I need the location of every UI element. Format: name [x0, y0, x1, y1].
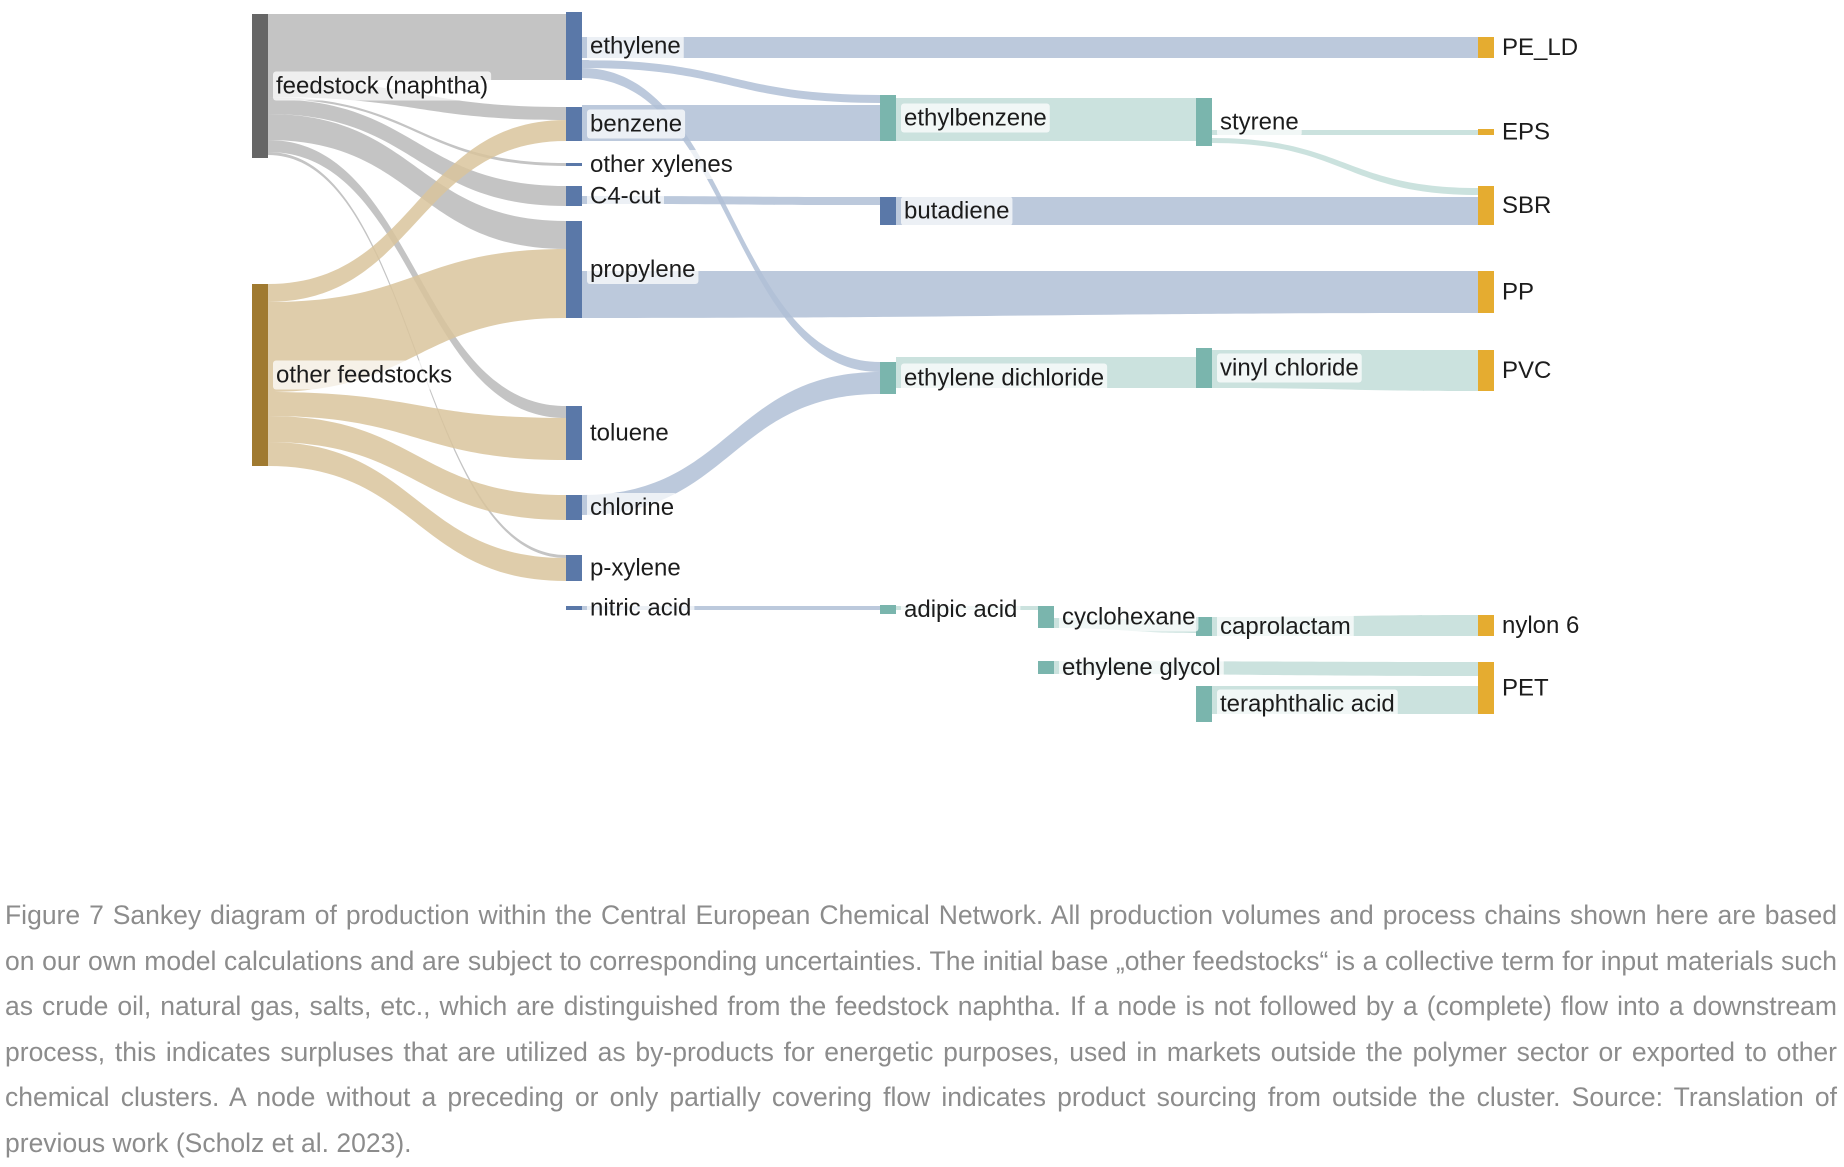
label-bg-tpa — [1217, 689, 1398, 719]
label-vinyl: vinyl chloride — [1220, 355, 1359, 382]
node-pxylene — [566, 555, 582, 581]
label-sbr: SBR — [1502, 192, 1551, 219]
sankey-labels: feedstock (naphtha) other feedstocks ethyl… — [273, 31, 1579, 719]
label-bg-edc — [901, 363, 1108, 393]
label-ethylbenzene: ethylbenzene — [904, 105, 1047, 132]
node-tpa — [1196, 686, 1212, 722]
label-nylon: nylon 6 — [1502, 612, 1579, 639]
label-bg-naphtha — [273, 71, 492, 101]
flow-butadiene-to-sbr — [896, 197, 1478, 225]
label-benzene: benzene — [590, 111, 682, 138]
label-pet: PET — [1502, 675, 1549, 702]
flow-styrene-to-sbr — [1212, 138, 1478, 195]
label-bg-butadiene — [901, 196, 1013, 226]
node-pet — [1478, 662, 1494, 714]
node-cyclohexane — [1038, 606, 1054, 628]
node-chlorine — [566, 495, 582, 520]
flow-ethylene-to-peld — [582, 37, 1478, 58]
node-pp — [1478, 271, 1494, 313]
node-vinyl — [1196, 348, 1212, 388]
label-bg-xylenes — [587, 150, 736, 179]
label-pvc: PVC — [1502, 357, 1551, 384]
label-pxylene: p-xylene — [590, 555, 681, 582]
label-bg-chlorine — [587, 493, 678, 522]
label-bg-benzene — [587, 109, 686, 139]
label-peld: PE_LD — [1502, 34, 1578, 61]
label-butadiene: butadiene — [904, 198, 1009, 225]
flow-other-to-toluene — [268, 392, 566, 460]
label-cyclohexane: cyclohexane — [1062, 604, 1195, 631]
node-sbr — [1478, 186, 1494, 225]
sankey-nodes — [252, 12, 1494, 722]
label-bg-styrene — [1217, 107, 1302, 137]
node-eglycol — [1038, 661, 1054, 674]
flow-naphtha-to-ethylene — [268, 14, 566, 80]
label-edc: ethylene dichloride — [904, 365, 1104, 392]
label-ethylene: ethylene — [590, 33, 681, 60]
label-eglycol: ethylene glycol — [1062, 654, 1221, 681]
label-bg-nitric — [587, 593, 695, 623]
node-benzene — [566, 107, 582, 141]
label-bg-caprolactam — [1217, 612, 1354, 641]
label-adipic: adipic acid — [904, 596, 1017, 623]
label-bg-propylene — [587, 255, 699, 284]
node-nitric — [566, 606, 582, 610]
flow-chlorine-to-edc — [582, 372, 880, 515]
node-adipic — [880, 605, 896, 614]
flow-other-to-chlorine — [268, 416, 566, 520]
sankey-diagram: feedstock (naphtha) other feedstocks ethyl… — [252, 12, 1579, 722]
node-c4 — [566, 186, 582, 206]
label-bg-cyclohexane — [1059, 602, 1199, 632]
node-propylene — [566, 221, 582, 318]
node-ethylbenzene — [880, 95, 896, 141]
node-caprolactam — [1196, 617, 1212, 636]
flow-other-to-propylene — [268, 249, 566, 392]
label-pp: PP — [1502, 279, 1534, 306]
label-chlorine: chlorine — [590, 494, 674, 521]
flow-other-to-benzene — [268, 120, 566, 302]
node-xylenes — [566, 163, 582, 166]
node-toluene — [566, 406, 582, 460]
flow-naphtha-to-propylene — [268, 114, 566, 249]
label-bg-c4 — [587, 181, 665, 211]
flow-other-to-pxylene — [268, 442, 566, 581]
node-butadiene — [880, 197, 896, 225]
label-propylene: propylene — [590, 256, 695, 283]
label-bg-adipic — [901, 595, 1021, 624]
node-peld — [1478, 37, 1494, 58]
label-bg-ethylene — [587, 31, 684, 61]
label-other: other feedstocks — [276, 362, 452, 389]
label-styrene: styrene — [1220, 109, 1299, 136]
flow-ethylene-to-ethylbenzene — [582, 60, 880, 103]
node-other — [252, 284, 268, 466]
label-naphtha: feedstock (naphtha) — [276, 73, 488, 100]
label-bg-other — [273, 360, 456, 390]
label-eps: EPS — [1502, 119, 1550, 146]
label-bg-pxylene — [587, 553, 684, 583]
label-toluene: toluene — [590, 420, 669, 447]
flow-ethylene-to-edc — [582, 68, 880, 372]
node-eps — [1478, 129, 1494, 135]
node-nylon — [1478, 615, 1494, 636]
figure-caption: Figure 7 Sankey diagram of production wi… — [5, 900, 1837, 1158]
label-xylenes: other xylenes — [590, 151, 733, 178]
label-bg-ethylbenzene — [901, 103, 1050, 133]
node-ethylene — [566, 12, 582, 80]
label-bg-toluene — [587, 418, 672, 448]
node-naphtha — [252, 14, 268, 158]
label-bg-eglycol — [1059, 653, 1224, 682]
label-c4: C4-cut — [590, 183, 661, 210]
label-caprolactam: caprolactam — [1220, 613, 1351, 640]
node-styrene — [1196, 98, 1212, 146]
flow-naphtha-to-xylenes — [268, 97, 566, 166]
label-tpa: teraphthalic acid — [1220, 691, 1395, 718]
label-nitric: nitric acid — [590, 595, 691, 622]
node-pvc — [1478, 350, 1494, 391]
node-edc — [880, 362, 896, 394]
flow-propylene-to-pp — [582, 271, 1478, 318]
flow-naphtha-to-c4 — [268, 99, 566, 206]
label-bg-vinyl — [1217, 353, 1362, 383]
